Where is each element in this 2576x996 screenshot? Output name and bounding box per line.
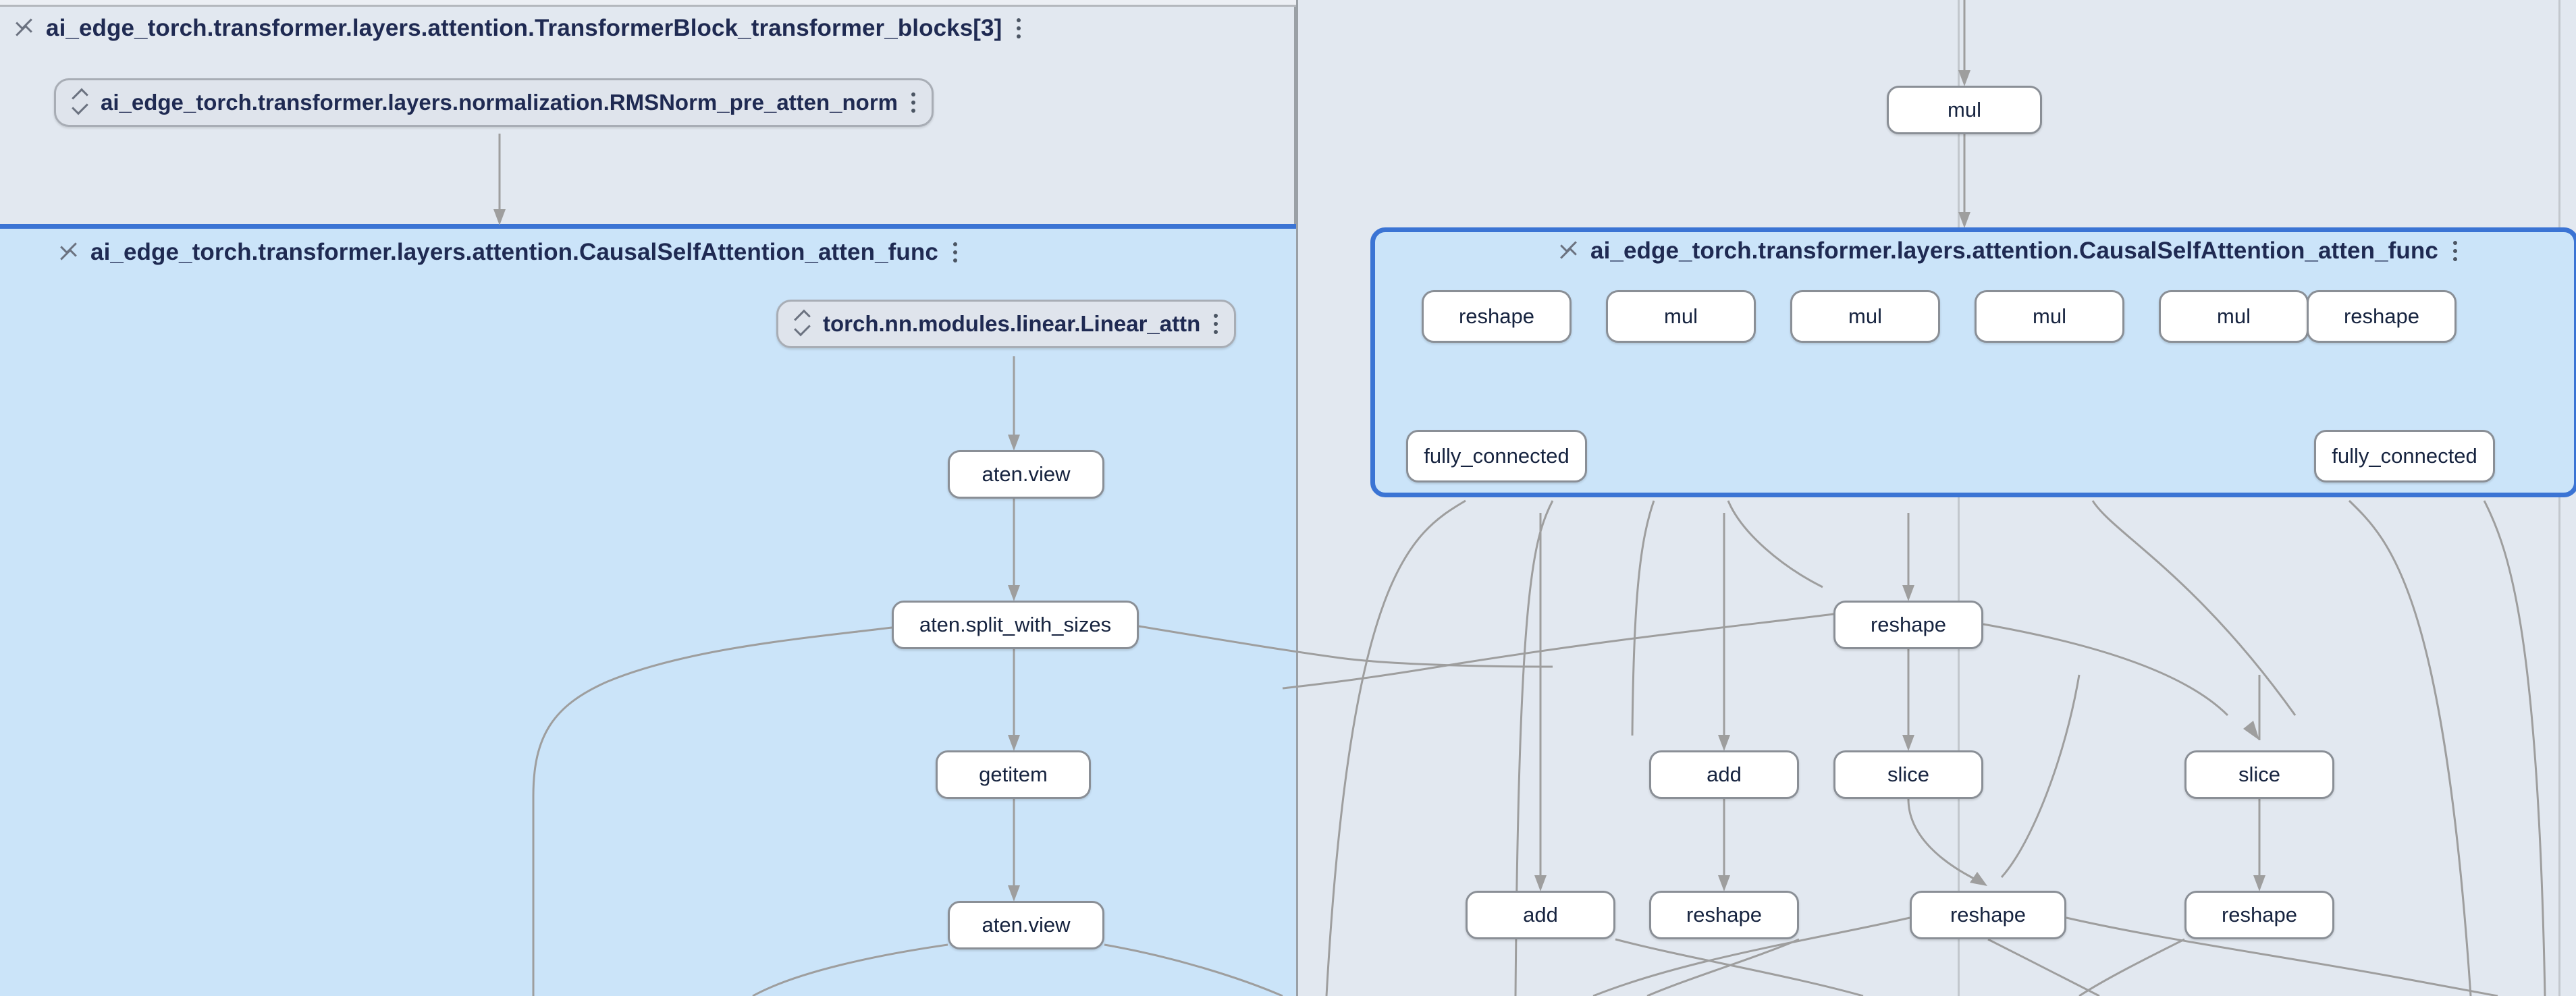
- op-node-label: fully_connected: [1424, 444, 1569, 468]
- selected-group-title-left: ai_edge_torch.transformer.layers.attenti…: [90, 239, 938, 265]
- collapse-chevrons-icon[interactable]: [1559, 238, 1577, 265]
- module-node-linear-attn-title: torch.nn.modules.linear.Linear_attn: [823, 311, 1201, 336]
- right-graph-pane[interactable]: [1298, 0, 2576, 996]
- op-node-mul-g1-4[interactable]: mul: [2159, 290, 2309, 343]
- op-node-label: aten.split_with_sizes: [919, 613, 1112, 636]
- kebab-menu-icon[interactable]: [1015, 16, 1022, 41]
- left-pane-group-header[interactable]: ai_edge_torch.transformer.layers.attenti…: [15, 15, 1022, 42]
- left-pane-top-strip: [0, 0, 1296, 7]
- kebab-menu-icon[interactable]: [910, 90, 917, 115]
- op-node-slice-r2[interactable]: slice: [1833, 750, 1983, 799]
- op-node-reshape-g1-5[interactable]: reshape: [2307, 290, 2457, 343]
- module-node-linear-attn[interactable]: torch.nn.modules.linear.Linear_attn: [776, 300, 1237, 348]
- pane-divider[interactable]: [1296, 0, 1298, 996]
- op-node-label: reshape: [1950, 903, 2027, 926]
- op-node-aten-view-l0[interactable]: aten.view: [948, 450, 1104, 499]
- op-node-add-r1[interactable]: add: [1649, 750, 1799, 799]
- selected-group-title-right: ai_edge_torch.transformer.layers.attenti…: [1590, 238, 2438, 264]
- op-node-mul-g1-3[interactable]: mul: [1975, 290, 2124, 343]
- op-node-label: getitem: [979, 763, 1048, 786]
- selected-group-header-right[interactable]: ai_edge_torch.transformer.layers.attenti…: [1559, 238, 2459, 265]
- op-node-label: reshape: [2221, 903, 2298, 926]
- op-node-getitem-l2[interactable]: getitem: [936, 750, 1091, 799]
- op-node-reshape-r0[interactable]: reshape: [1833, 601, 1983, 649]
- kebab-menu-icon[interactable]: [1212, 311, 1219, 337]
- module-node-rmsnorm-title: ai_edge_torch.transformer.layers.normali…: [101, 90, 898, 115]
- op-node-label: mul: [1848, 304, 1882, 328]
- collapse-chevrons-icon[interactable]: [59, 239, 77, 266]
- op-node-label: reshape: [1870, 613, 1947, 636]
- op-node-label: aten.view: [982, 462, 1071, 486]
- op-node-label: fully_connected: [2332, 444, 2477, 468]
- selected-group-header-left[interactable]: ai_edge_torch.transformer.layers.attenti…: [59, 239, 959, 266]
- collapse-chevrons-icon[interactable]: [15, 15, 32, 42]
- left-pane-group-title: ai_edge_torch.transformer.layers.attenti…: [46, 15, 1002, 41]
- op-node-label: slice: [2238, 763, 2280, 786]
- kebab-menu-icon[interactable]: [952, 240, 959, 265]
- op-node-label: add: [1523, 903, 1558, 926]
- expand-chevrons-icon[interactable]: [793, 310, 811, 337]
- expand-chevrons-icon[interactable]: [71, 89, 88, 116]
- op-node-label: reshape: [1458, 304, 1535, 328]
- op-node-label: mul: [2033, 304, 2066, 328]
- op-node-reshape-r7[interactable]: reshape: [2184, 891, 2334, 939]
- op-node-label: reshape: [1686, 903, 1763, 926]
- op-node-label: slice: [1887, 763, 1929, 786]
- op-node-label: aten.view: [982, 913, 1071, 937]
- op-node-slice-r3[interactable]: slice: [2184, 750, 2334, 799]
- op-node-mul-g1-2[interactable]: mul: [1790, 290, 1940, 343]
- op-node-mul-g1-1[interactable]: mul: [1606, 290, 1756, 343]
- module-node-rmsnorm[interactable]: ai_edge_torch.transformer.layers.normali…: [54, 78, 934, 127]
- op-node-label: mul: [1948, 98, 1981, 121]
- op-node-reshape-r5[interactable]: reshape: [1649, 891, 1799, 939]
- op-node-fully-connected-g2-0[interactable]: fully_connected: [1406, 430, 1587, 482]
- op-node-aten-split-with-sizes-l1[interactable]: aten.split_with_sizes: [892, 601, 1139, 649]
- op-node-aten-view-l3[interactable]: aten.view: [948, 901, 1104, 949]
- op-node-label: add: [1707, 763, 1742, 786]
- right-pane-guide-2: [2558, 0, 2560, 996]
- op-node-add-r4[interactable]: add: [1466, 891, 1615, 939]
- kebab-menu-icon[interactable]: [2452, 238, 2459, 264]
- op-node-label: reshape: [2343, 304, 2420, 328]
- op-node-fully-connected-g2-1[interactable]: fully_connected: [2314, 430, 2495, 482]
- op-node-label: mul: [2217, 304, 2251, 328]
- op-node-mul-top[interactable]: mul: [1887, 86, 2042, 134]
- op-node-reshape-g1-0[interactable]: reshape: [1422, 290, 1572, 343]
- op-node-reshape-r6[interactable]: reshape: [1910, 891, 2066, 939]
- op-node-label: mul: [1664, 304, 1698, 328]
- right-pane-guide-1: [1958, 0, 1960, 996]
